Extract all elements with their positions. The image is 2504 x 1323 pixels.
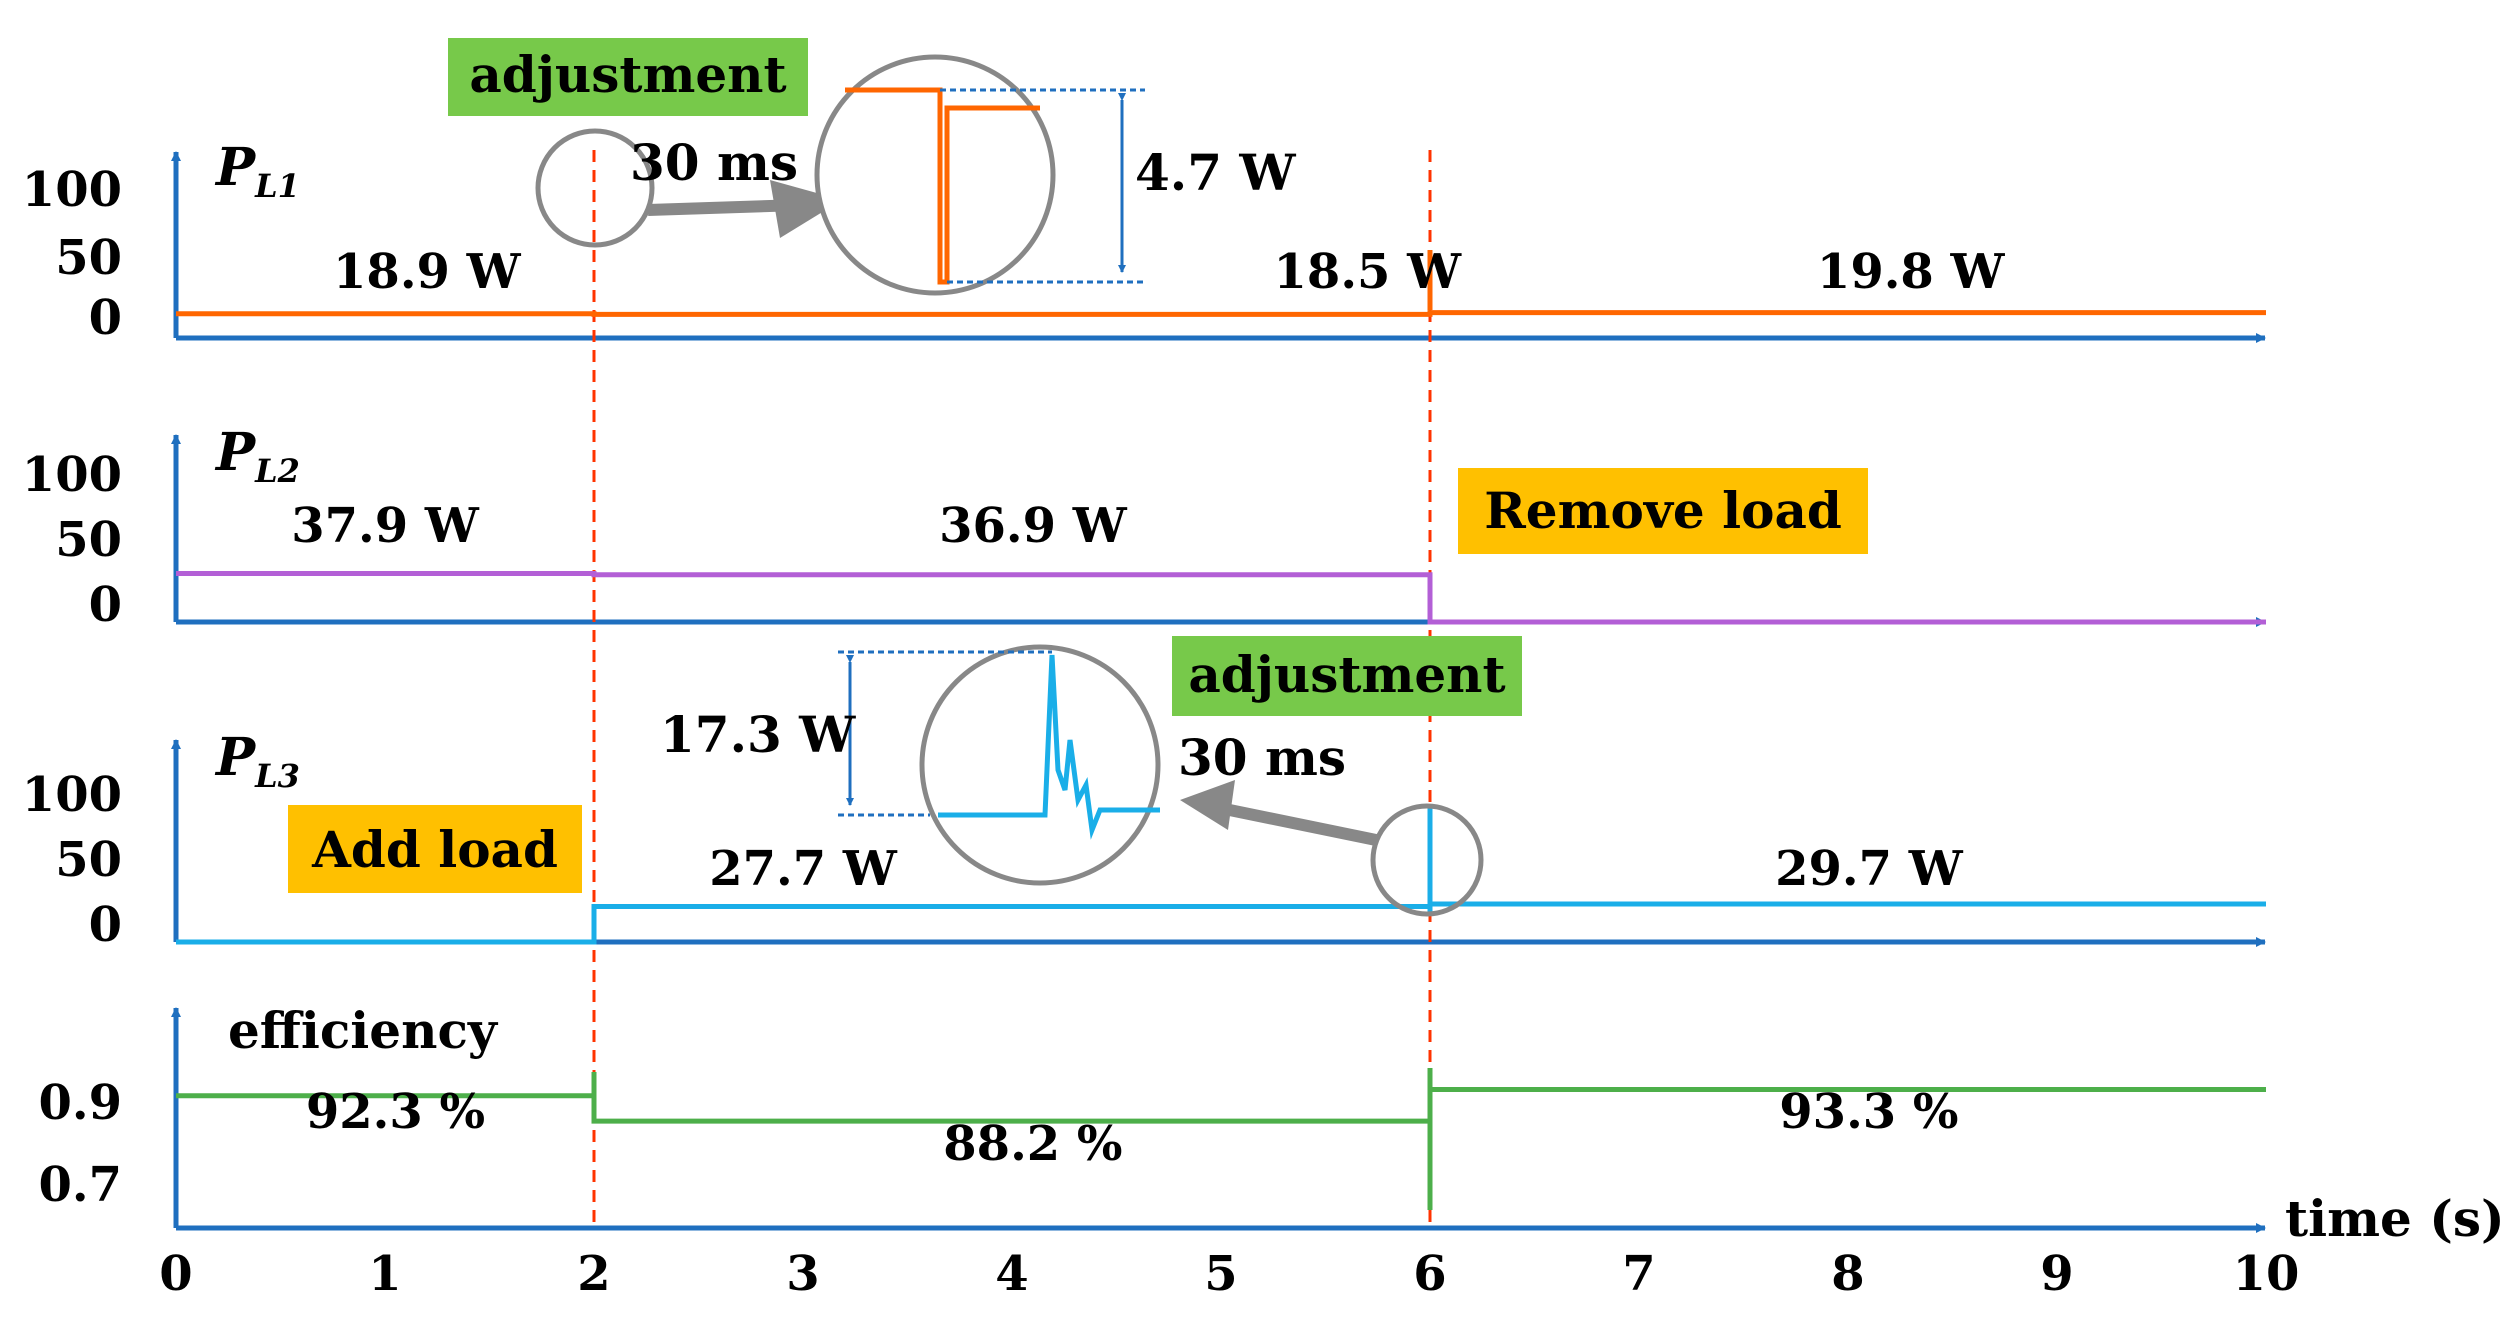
zoom-circle-small-bottom bbox=[1370, 803, 1484, 917]
data-label: 19.8 W bbox=[1817, 244, 2006, 300]
inset-trace-top bbox=[845, 87, 1040, 285]
data-label: 27.7 W bbox=[709, 841, 898, 897]
x-axis-label: time (s) bbox=[2285, 1189, 2504, 1248]
x-tick-label: 5 bbox=[1204, 1246, 1237, 1302]
add-load-label: Add load bbox=[311, 820, 558, 879]
data-label: 37.9 W bbox=[291, 498, 480, 554]
inset-duration-bottom: 30 ms bbox=[1178, 728, 1346, 787]
x-tick-label: 1 bbox=[368, 1246, 401, 1302]
panel4-name: efficiency bbox=[228, 1001, 499, 1060]
data-label: 18.9 W bbox=[333, 244, 522, 300]
x-tick-label: 7 bbox=[1622, 1246, 1655, 1302]
data-label: 93.3 % bbox=[1779, 1084, 1958, 1140]
panel1-name: PL1 bbox=[214, 137, 300, 205]
y-tick-label: 100 bbox=[22, 767, 122, 823]
inset-duration-top: 30 ms bbox=[630, 133, 798, 192]
y-tick-label: 0.7 bbox=[38, 1157, 122, 1213]
data-label: 92.3 % bbox=[306, 1084, 485, 1140]
panel3-name: PL3 bbox=[214, 727, 300, 795]
x-tick-label: 3 bbox=[786, 1246, 819, 1302]
zoom-circle-large-bottom bbox=[919, 644, 1161, 886]
adjustment-label-bottom: adjustment bbox=[1188, 645, 1505, 704]
series-line bbox=[176, 1087, 2266, 1124]
remove-load-label: Remove load bbox=[1484, 481, 1842, 540]
y-tick-label: 0.9 bbox=[38, 1075, 122, 1131]
series-line bbox=[176, 310, 2266, 317]
y-tick-label: 50 bbox=[55, 512, 122, 568]
inset-trace-bottom bbox=[938, 654, 1160, 840]
adjustment-box-top bbox=[448, 38, 808, 116]
y-tick-label: 100 bbox=[22, 447, 122, 503]
zoom-arrowhead-top bbox=[770, 180, 842, 238]
remove-load-box bbox=[1458, 468, 1868, 554]
zoom-circle-small-top bbox=[535, 128, 655, 248]
x-tick-label: 4 bbox=[995, 1246, 1028, 1302]
add-load-box bbox=[288, 805, 582, 893]
series-line bbox=[176, 901, 2266, 945]
zoom-circle-large-top bbox=[814, 54, 1056, 296]
adjustment-box-bottom bbox=[1172, 636, 1522, 716]
y-tick-label: 0 bbox=[89, 290, 122, 346]
y-tick-label: 50 bbox=[55, 832, 122, 888]
y-tick-label: 50 bbox=[55, 230, 122, 286]
data-label: 88.2 % bbox=[943, 1116, 1122, 1172]
adjustment-label-top: adjustment bbox=[469, 45, 786, 104]
panel2-name: PL2 bbox=[214, 422, 300, 490]
x-tick-label: 0 bbox=[159, 1246, 192, 1302]
data-label: 18.5 W bbox=[1274, 244, 1463, 300]
zoom-arrowhead-bottom bbox=[1180, 780, 1235, 830]
x-tick-label: 8 bbox=[1831, 1246, 1864, 1302]
x-tick-label: 9 bbox=[2040, 1246, 2073, 1302]
x-tick-label: 2 bbox=[577, 1246, 610, 1302]
inset-magnitude-top: 4.7 W bbox=[1135, 143, 1296, 202]
y-tick-label: 100 bbox=[22, 162, 122, 218]
x-tick-label: 6 bbox=[1413, 1246, 1446, 1302]
y-tick-label: 0 bbox=[89, 577, 122, 633]
zoom-connector-bottom bbox=[1213, 801, 1378, 846]
inset-magnitude-bottom: 17.3 W bbox=[660, 705, 856, 764]
data-label: 29.7 W bbox=[1775, 841, 1964, 897]
x-tick-label: 10 bbox=[2233, 1246, 2300, 1302]
y-tick-label: 0 bbox=[89, 897, 122, 953]
data-label: 36.9 W bbox=[939, 498, 1128, 554]
series-line bbox=[176, 570, 2266, 625]
